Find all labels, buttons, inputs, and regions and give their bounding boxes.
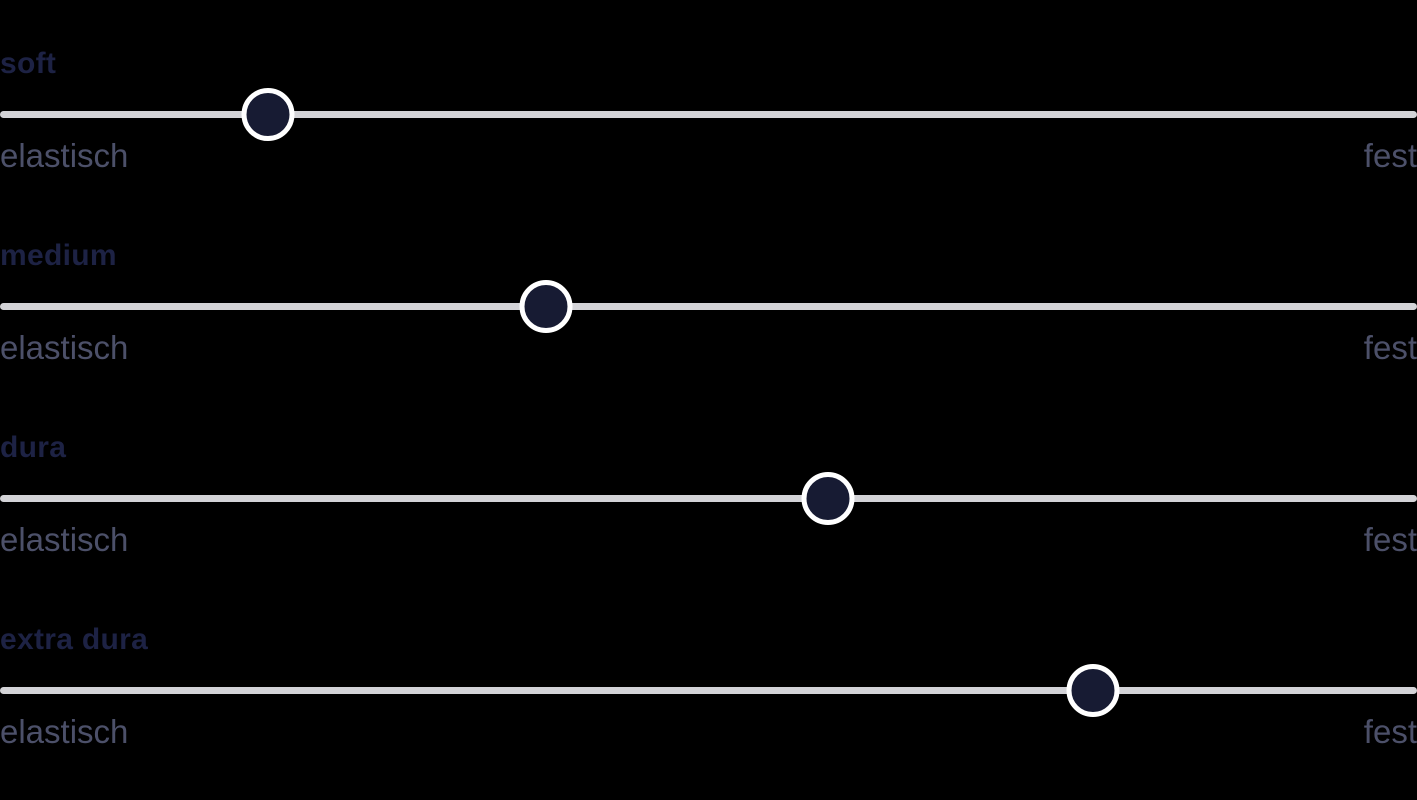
slider-track[interactable] <box>0 110 1417 118</box>
slider-extreme-labels: elastisch fest <box>0 712 1417 752</box>
slider-knob[interactable] <box>801 471 855 525</box>
firmness-slider-row-extra-dura: extra dura elastisch fest <box>0 622 1417 800</box>
slider-extreme-labels: elastisch fest <box>0 136 1417 176</box>
slider-title: extra dura <box>0 623 149 656</box>
slider-title: medium <box>0 239 117 272</box>
slider-extreme-labels: elastisch fest <box>0 328 1417 368</box>
slider-track[interactable] <box>0 494 1417 502</box>
slider-max-label: fest <box>1363 137 1417 174</box>
slider-track[interactable] <box>0 302 1417 310</box>
slider-max-label: fest <box>1363 713 1417 750</box>
slider-title: soft <box>0 47 57 80</box>
slider-max-label: fest <box>1363 329 1417 366</box>
slider-extreme-labels: elastisch fest <box>0 520 1417 560</box>
slider-min-label: elastisch <box>0 137 129 174</box>
slider-max-label: fest <box>1363 521 1417 558</box>
firmness-slider-row-medium: medium elastisch fest <box>0 238 1417 430</box>
firmness-slider-row-soft: soft elastisch fest <box>0 46 1417 238</box>
slider-title: dura <box>0 431 67 464</box>
slider-min-label: elastisch <box>0 521 129 558</box>
slider-knob[interactable] <box>241 87 295 141</box>
slider-knob[interactable] <box>1066 663 1119 717</box>
slider-track[interactable] <box>0 686 1417 694</box>
slider-min-label: elastisch <box>0 713 129 750</box>
slider-min-label: elastisch <box>0 329 129 366</box>
slider-knob[interactable] <box>519 279 573 333</box>
firmness-slider-row-dura: dura elastisch fest <box>0 430 1417 622</box>
